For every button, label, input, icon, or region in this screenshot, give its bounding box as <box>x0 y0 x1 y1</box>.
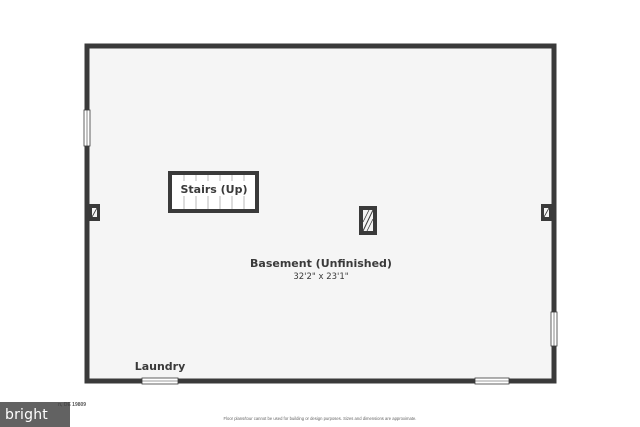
wall-post-right <box>541 204 552 221</box>
window-bottom-right <box>474 377 510 385</box>
footer-disclaimer: Floor plans/tour cannot be used for buil… <box>223 416 417 421</box>
window-right <box>550 311 558 347</box>
laundry-label: Laundry <box>135 360 186 373</box>
stairs-label: Stairs (Up) <box>180 183 247 196</box>
stairs: Stairs (Up) <box>168 171 259 213</box>
footer-address: n, DE 19809 <box>58 402 87 408</box>
exterior-wall <box>84 43 557 384</box>
window-bottom-left <box>141 377 179 385</box>
watermark-logo: bright <box>0 402 70 427</box>
wall-post-left <box>89 204 100 221</box>
support-column <box>359 206 377 235</box>
window-left <box>83 109 91 147</box>
room-dimensions: 32'2" x 23'1" <box>293 272 348 282</box>
basement-floor <box>87 46 554 381</box>
room-title: Basement (Unfinished) <box>250 257 392 270</box>
